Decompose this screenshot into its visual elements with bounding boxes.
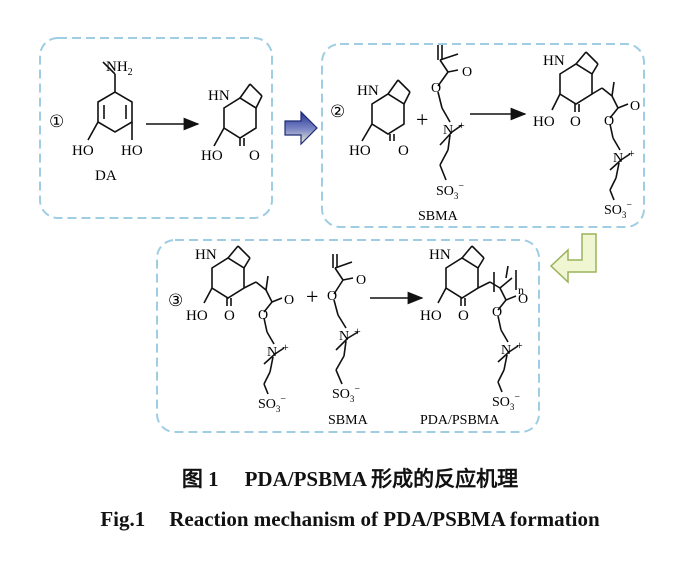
indole-nh-label: HN	[208, 88, 230, 104]
dopaminechrome-structure	[213, 83, 263, 147]
reaction-scheme: ① NH2 HO HO DA HN HO O ② HN HO O	[39, 37, 645, 433]
step2-marker: ②	[330, 102, 345, 121]
da-label: DA	[95, 168, 117, 184]
ammonium-charge: +	[354, 324, 361, 338]
ester-oxygen-label: O	[518, 292, 528, 307]
ester-oxygen-label: O	[258, 308, 268, 323]
ammonium-charge: +	[458, 118, 465, 132]
step1-box	[39, 37, 273, 219]
sulfonate-label: SO	[258, 397, 276, 412]
adduct-structure	[551, 51, 631, 201]
caption-cn-text: PDA/PSBMA 形成的反应机理	[244, 467, 519, 491]
sulfonate-charge: −	[280, 394, 286, 405]
amine-label: NH	[106, 59, 128, 75]
hydroxyl-label: HO	[420, 308, 442, 324]
ammonium-n-label: N	[501, 343, 511, 358]
dopaminechrome-structure	[361, 79, 411, 142]
hydroxyl-label: HO	[533, 114, 555, 130]
ester-oxygen-label: O	[327, 289, 337, 304]
ester-oxygen-label: O	[604, 114, 614, 129]
quinone-oxygen-label: O	[249, 148, 260, 164]
plus-sign: +	[416, 107, 428, 132]
ammonium-n-label: N	[267, 345, 277, 360]
ester-oxygen-label: O	[284, 293, 294, 308]
quinone-oxygen-label: O	[224, 308, 235, 324]
amine-subscript: 2	[128, 67, 133, 78]
ester-oxygen-label: O	[462, 65, 472, 80]
sbma-label: SBMA	[418, 209, 459, 224]
sulfonate-charge: −	[354, 384, 360, 395]
adduct-structure	[203, 245, 285, 395]
sulfonate-label: SO	[604, 203, 622, 218]
step3-box	[156, 239, 540, 433]
indole-nh-label: HN	[429, 247, 451, 263]
sulfonate-label: SO	[492, 395, 510, 410]
plus-sign: +	[306, 284, 318, 309]
indole-nh-label: HN	[357, 83, 379, 99]
sulfonate-subscript: 3	[510, 402, 515, 412]
caption-cn-number: 图 1	[181, 467, 219, 491]
caption-en-text: Reaction mechanism of PDA/PSBMA formatio…	[169, 507, 600, 531]
step3-marker: ③	[168, 291, 183, 310]
sulfonate-charge: −	[514, 392, 520, 403]
transition-arrow-1	[284, 110, 318, 146]
ammonium-charge: +	[628, 146, 635, 160]
quinone-oxygen-label: O	[458, 308, 469, 324]
indole-nh-label: HN	[543, 53, 565, 69]
sulfonate-subscript: 3	[454, 191, 459, 201]
hydroxyl-label: HO	[186, 308, 208, 324]
ester-oxygen-label: O	[492, 305, 502, 320]
hydroxyl-label: HO	[349, 143, 371, 159]
dopamine-structure	[87, 61, 133, 141]
sulfonate-subscript: 3	[350, 394, 355, 404]
ammonium-charge: +	[282, 340, 289, 354]
ammonium-charge: +	[516, 338, 523, 352]
sbma-label: SBMA	[328, 413, 369, 428]
ammonium-n-label: N	[443, 123, 453, 138]
ester-oxygen-label: O	[431, 81, 441, 96]
sulfonate-subscript: 3	[622, 210, 627, 220]
svg-text:NH2: NH2	[106, 59, 133, 78]
svg-text:SO3−: SO3−	[332, 384, 360, 404]
sulfonate-charge: −	[626, 200, 632, 211]
quinone-oxygen-label: O	[398, 143, 409, 159]
figure-caption-en: Fig.1 Reaction mechanism of PDA/PSBMA for…	[0, 507, 700, 532]
ammonium-n-label: N	[613, 151, 623, 166]
indole-nh-label: HN	[195, 247, 217, 263]
transition-arrow-2	[549, 233, 597, 284]
sbma-structure	[332, 254, 359, 385]
hydroxyl-label: HO	[201, 148, 223, 164]
sbma-structure	[437, 45, 463, 181]
step2-box	[321, 43, 645, 228]
ester-oxygen-label: O	[356, 273, 366, 288]
ester-oxygen-label: O	[630, 99, 640, 114]
svg-text:SO3−: SO3−	[492, 392, 520, 412]
sulfonate-charge: −	[458, 181, 464, 192]
ammonium-n-label: N	[339, 329, 349, 344]
svg-text:SO3−: SO3−	[604, 200, 632, 220]
svg-text:SO3−: SO3−	[436, 181, 464, 201]
quinone-oxygen-label: O	[570, 114, 581, 130]
hydroxyl-label: HO	[72, 143, 94, 159]
pda-psbma-structure	[437, 245, 519, 393]
caption-en-number: Fig.1	[100, 507, 146, 531]
pda-psbma-label: PDA/PSBMA	[420, 413, 500, 428]
sulfonate-label: SO	[436, 184, 454, 199]
hydroxyl-label: HO	[121, 143, 143, 159]
figure-caption-cn: 图 1 PDA/PSBMA 形成的反应机理	[0, 463, 700, 493]
step1-marker: ①	[49, 112, 64, 131]
repeat-unit-n: n	[518, 283, 524, 297]
sulfonate-label: SO	[332, 387, 350, 402]
svg-text:SO3−: SO3−	[258, 394, 286, 414]
sulfonate-subscript: 3	[276, 404, 281, 414]
